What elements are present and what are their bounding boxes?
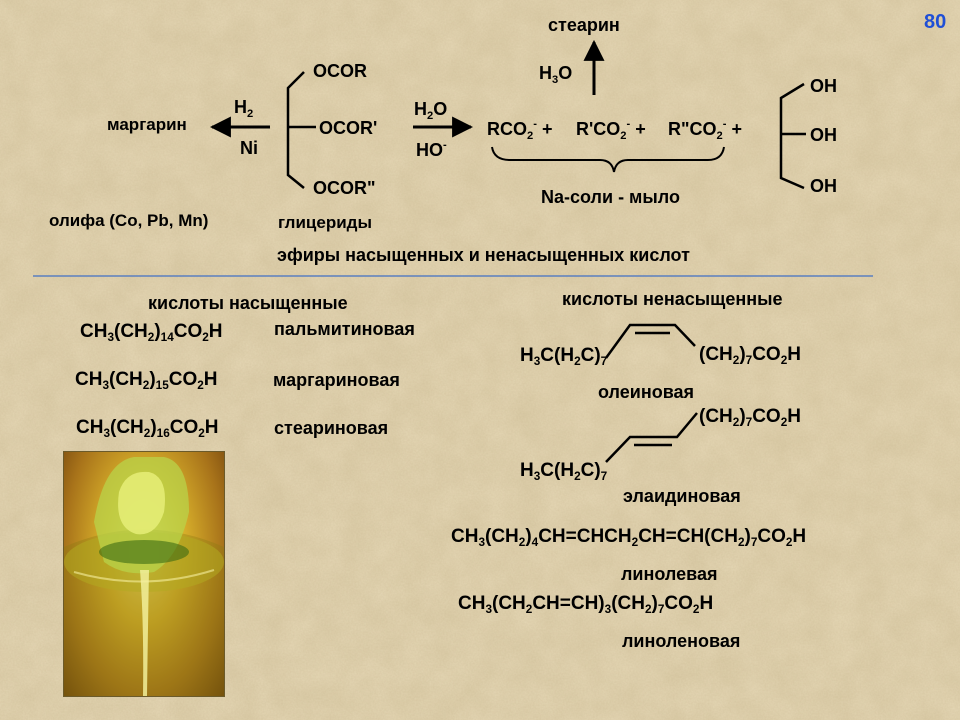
palmitic-formula: CH3(CH2)14CO2H bbox=[80, 321, 223, 345]
soap-brace bbox=[491, 146, 725, 173]
oleic-cis-bond bbox=[604, 323, 696, 359]
margaric-formula: CH3(CH2)15CO2H bbox=[75, 369, 218, 393]
nickel-catalyst: Ni bbox=[240, 138, 258, 158]
water-reagent: H2O bbox=[414, 99, 448, 122]
h2-reagent: H2 bbox=[234, 97, 254, 120]
page-number: 80 bbox=[924, 11, 947, 33]
unsaturated-heading: кислоты ненасыщенные bbox=[562, 289, 783, 309]
glyceride-backbone bbox=[286, 71, 305, 189]
drying-oil-label: олифа (Co, Pb, Mn) bbox=[49, 211, 209, 230]
hydroxyl-3: OH bbox=[810, 176, 837, 196]
linolenic-name: линоленовая bbox=[622, 631, 741, 651]
elaidic-trans-bond bbox=[605, 412, 698, 463]
oleic-right-group: (CH2)7CO2H bbox=[699, 344, 801, 368]
ocor-group-2: OCOR' bbox=[319, 118, 378, 138]
stearic-formula: CH3(CH2)16CO2H bbox=[76, 417, 219, 441]
linoleic-formula: CH3(CH2)4CH=CHCH2CH=CH(CH2)7CO2H bbox=[451, 526, 807, 550]
glycerol-backbone bbox=[779, 82, 805, 190]
elaidic-right-group: (CH2)7CO2H bbox=[699, 406, 801, 430]
linolenic-formula: CH3(CH2CH=CH)3(CH2)7CO2H bbox=[458, 593, 714, 617]
esters-caption: эфиры насыщенных и ненасыщенных кислот bbox=[277, 245, 690, 265]
stearic-name: стеариновая bbox=[274, 418, 389, 438]
oleic-left-group: H3C(H2C)7 bbox=[520, 345, 608, 369]
margaric-name: маргариновая bbox=[273, 370, 400, 390]
elaidic-name: элаидиновая bbox=[623, 486, 741, 506]
glycerides-label: глицериды bbox=[278, 213, 372, 232]
hydroxide-reagent: HO- bbox=[416, 139, 447, 160]
oil-pouring-photo bbox=[63, 451, 225, 697]
hydroxyl-1: OH bbox=[810, 76, 837, 96]
oleic-name: олеиновая bbox=[598, 382, 695, 402]
elaidic-left-group: H3C(H2C)7 bbox=[520, 460, 608, 484]
hydroxyl-2: OH bbox=[810, 125, 837, 145]
hydronium-reagent: H3O bbox=[539, 63, 573, 86]
carboxylate-3: R"CO2- + bbox=[668, 118, 743, 142]
stearin-label: стеарин bbox=[548, 15, 620, 35]
saturated-heading: кислоты насыщенные bbox=[148, 293, 348, 313]
soap-label: Na-соли - мыло bbox=[541, 187, 680, 207]
carboxylate-1: RCO2- + bbox=[487, 118, 553, 142]
linoleic-name: линолевая bbox=[621, 564, 718, 584]
margarine-label: маргарин bbox=[107, 115, 187, 134]
ocor-group-1: OCOR bbox=[313, 61, 367, 81]
carboxylate-2: R'CO2- + bbox=[576, 118, 646, 142]
ocor-group-3: OCOR" bbox=[313, 178, 376, 198]
palmitic-name: пальмитиновая bbox=[274, 319, 415, 339]
